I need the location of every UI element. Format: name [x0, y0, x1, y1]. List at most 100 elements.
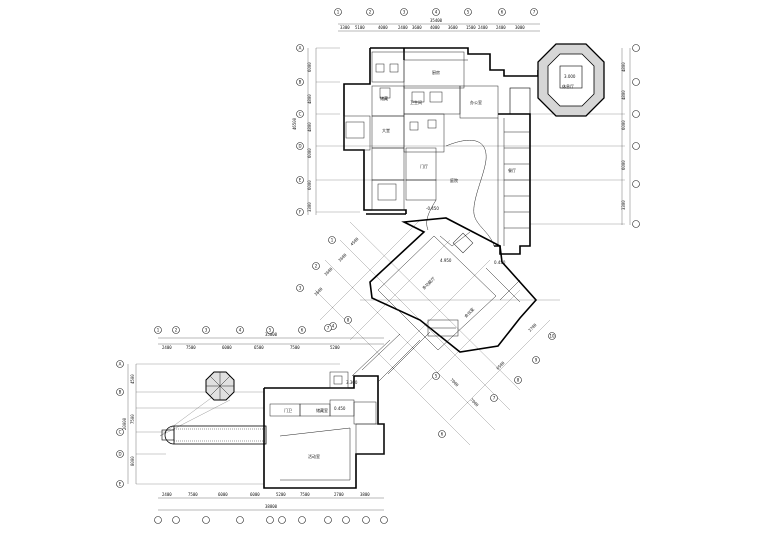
axis-bubble: 9 — [532, 356, 540, 364]
axis-bubble: 8 — [514, 376, 522, 384]
svg-text:A: A — [119, 362, 122, 367]
axis-bubble: 1 — [328, 236, 336, 244]
diagonal-dimensions: 4500 3600 3600 3600 7000 7000 6500 2700 — [313, 236, 538, 408]
svg-text:1: 1 — [331, 238, 334, 243]
octagon-pavilion: 3.000 休息厅 — [509, 43, 605, 117]
svg-text:3300: 3300 — [621, 200, 626, 210]
room-label-storage: 储藏 — [380, 95, 388, 101]
axis-bubble: D — [116, 450, 124, 458]
axis-bubble: 6 — [298, 326, 306, 334]
svg-text:A: A — [299, 46, 302, 51]
svg-text:2: 2 — [369, 10, 372, 15]
svg-text:3: 3 — [299, 286, 302, 291]
axis-bubble: 7 — [324, 324, 332, 332]
svg-text:7500: 7500 — [186, 345, 196, 350]
svg-text:4: 4 — [239, 328, 242, 333]
north-total-dim: 35400 — [430, 18, 443, 23]
north-wing-walls — [343, 47, 539, 255]
north-room-labels: 厨房 储藏 卫生间 办公室 大堂 门厅 餐厅 庭院 -0.450 — [380, 69, 516, 211]
axis-bubble: 5 — [464, 8, 472, 16]
axis-bubble: E — [116, 480, 124, 488]
axis-bubble: 3 — [296, 284, 304, 292]
axis-bubble: 6 — [438, 430, 446, 438]
svg-text:6: 6 — [301, 328, 304, 333]
svg-text:2: 2 — [175, 328, 178, 333]
north-left-total: 46500 — [292, 117, 297, 130]
svg-text:7: 7 — [327, 326, 330, 331]
diagonal-grid — [314, 219, 560, 446]
room-label-toilet: 卫生间 — [410, 99, 422, 105]
svg-text:6000: 6000 — [218, 492, 228, 497]
axis-bubble: F — [296, 208, 304, 216]
svg-text:5200: 5200 — [276, 492, 286, 497]
west-bottom-total: 38800 — [265, 504, 278, 509]
svg-text:7000: 7000 — [449, 377, 460, 388]
axis-bubble: 8 — [344, 316, 352, 324]
svg-text:6000: 6000 — [621, 160, 626, 170]
axis-bubble: E — [296, 176, 304, 184]
svg-text:3600: 3600 — [337, 252, 348, 263]
room-label-courtyard: 庭院 — [450, 177, 458, 183]
svg-text:8: 8 — [517, 378, 520, 383]
axis-bubble: 4 — [432, 8, 440, 16]
pavilion-label: 休息厅 — [562, 83, 574, 89]
covered-walkway — [161, 425, 267, 445]
north-dim-9: 2400 — [478, 25, 488, 30]
north-left-dim-1: 6000 — [307, 62, 312, 72]
axis-bubble: 5 — [432, 372, 440, 380]
diagonal-axis-bubbles: 1 2 3 4 5 6 7 8 9 10 — [296, 236, 556, 438]
room-label-guard: 门卫 — [284, 407, 292, 413]
room-label-restaurant: 餐厅 — [508, 167, 516, 173]
svg-text:2: 2 — [315, 264, 318, 269]
west-left-dimension-chain: 20000 4500 7500 8000 A B C D E — [116, 360, 137, 488]
svg-text:4800: 4800 — [621, 90, 626, 100]
axis-bubble: 7 — [530, 8, 538, 16]
west-level-2: 0.450 — [334, 406, 346, 411]
svg-text:5: 5 — [269, 328, 272, 333]
svg-text:5: 5 — [435, 374, 438, 379]
svg-text:4: 4 — [435, 10, 438, 15]
svg-text:3600: 3600 — [323, 266, 334, 277]
svg-text:20000: 20000 — [122, 417, 127, 430]
svg-text:C: C — [119, 430, 122, 435]
north-left-dim-4: 6000 — [307, 148, 312, 158]
north-dim-4: 2400 — [398, 25, 408, 30]
svg-text:4500: 4500 — [349, 236, 360, 247]
north-dim-7: 3600 — [448, 25, 458, 30]
svg-text:E: E — [299, 178, 302, 183]
svg-text:6: 6 — [501, 10, 504, 15]
svg-text:B: B — [299, 80, 302, 85]
room-label-entrance: 门厅 — [420, 163, 428, 169]
north-dim-1: 3300 — [340, 25, 350, 30]
room-label-office: 办公室 — [470, 99, 482, 105]
pavilion-level: 3.000 — [564, 74, 576, 79]
svg-text:2700: 2700 — [334, 492, 344, 497]
axis-bubble: A — [296, 44, 304, 52]
north-dim-8: 1500 — [466, 25, 476, 30]
svg-text:3600: 3600 — [313, 286, 324, 297]
north-left-dim-3: 4800 — [307, 122, 312, 132]
north-dim-3: 4000 — [378, 25, 388, 30]
axis-bubble: B — [116, 388, 124, 396]
axis-bubble: 7 — [490, 394, 498, 402]
svg-text:2700: 2700 — [527, 322, 538, 333]
axis-bubble: B — [296, 78, 304, 86]
svg-text:D: D — [118, 452, 121, 457]
svg-text:9: 9 — [535, 358, 538, 363]
north-left-dim-5: 6000 — [307, 180, 312, 190]
west-level: 3.300 — [346, 380, 358, 385]
north-left-dimension-chain: 46500 6000 4800 4800 6000 6000 3300 — [292, 48, 317, 215]
room-label-kitchen: 厨房 — [432, 69, 440, 75]
svg-text:E: E — [119, 482, 122, 487]
svg-text:7000: 7000 — [469, 397, 480, 408]
svg-text:4: 4 — [332, 324, 335, 329]
svg-text:10: 10 — [549, 334, 555, 339]
axis-bubble: 2 — [312, 262, 320, 270]
room-label-hall: 会议室 — [462, 306, 475, 319]
west-axis-bubbles-bottom — [154, 516, 388, 524]
north-dim-10: 2400 — [496, 25, 506, 30]
north-dim-5: 3600 — [412, 25, 422, 30]
room-label-activity: 活动室 — [308, 453, 320, 459]
axis-bubble: A — [116, 360, 124, 368]
svg-text:3: 3 — [403, 10, 406, 15]
